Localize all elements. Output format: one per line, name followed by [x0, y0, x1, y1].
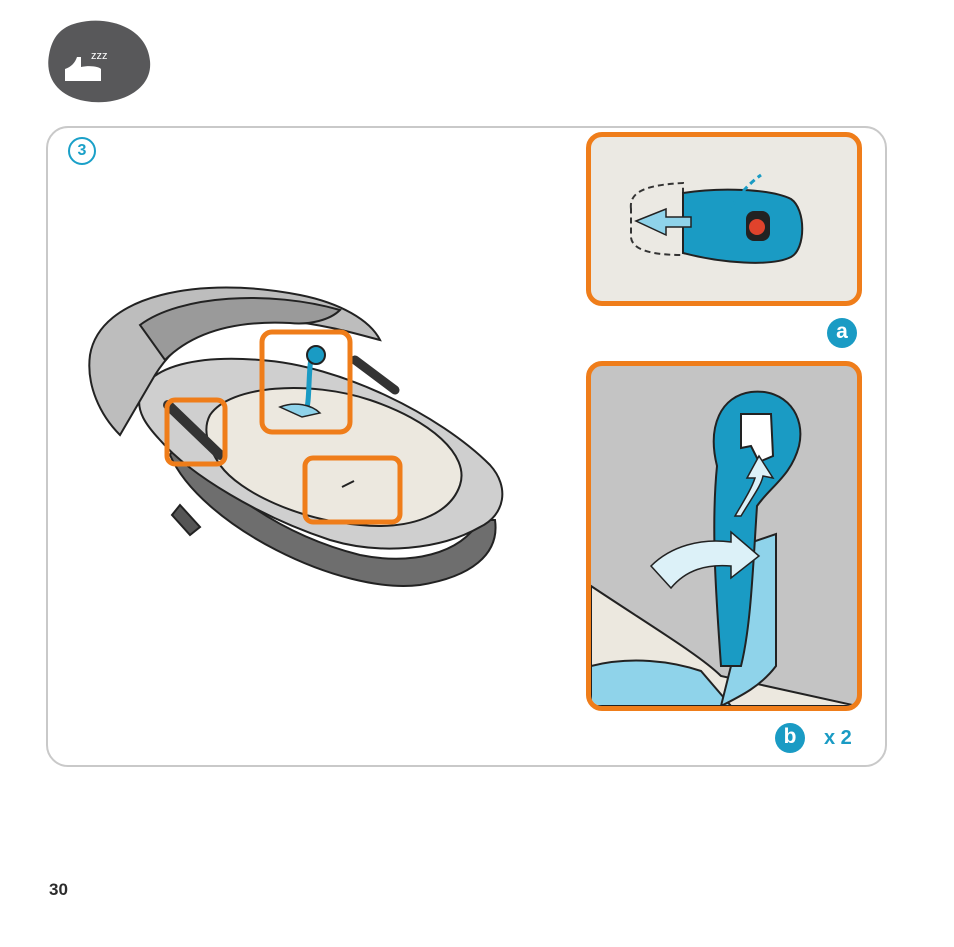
zzz-text: zzz [91, 50, 108, 62]
repeat-count: x 2 [824, 724, 852, 752]
detail-a-panel [586, 132, 862, 306]
hook-attachment-illustration [591, 366, 857, 706]
page-number: 30 [49, 880, 68, 900]
strap-release-illustration [591, 137, 857, 301]
detail-b-panel [586, 361, 862, 711]
bassinet-illustration [80, 265, 520, 595]
detail-b-label: b [775, 723, 805, 753]
step-number: 3 [68, 137, 96, 165]
sleep-icon: zzz [47, 19, 151, 105]
detail-a-label: a [827, 318, 857, 348]
